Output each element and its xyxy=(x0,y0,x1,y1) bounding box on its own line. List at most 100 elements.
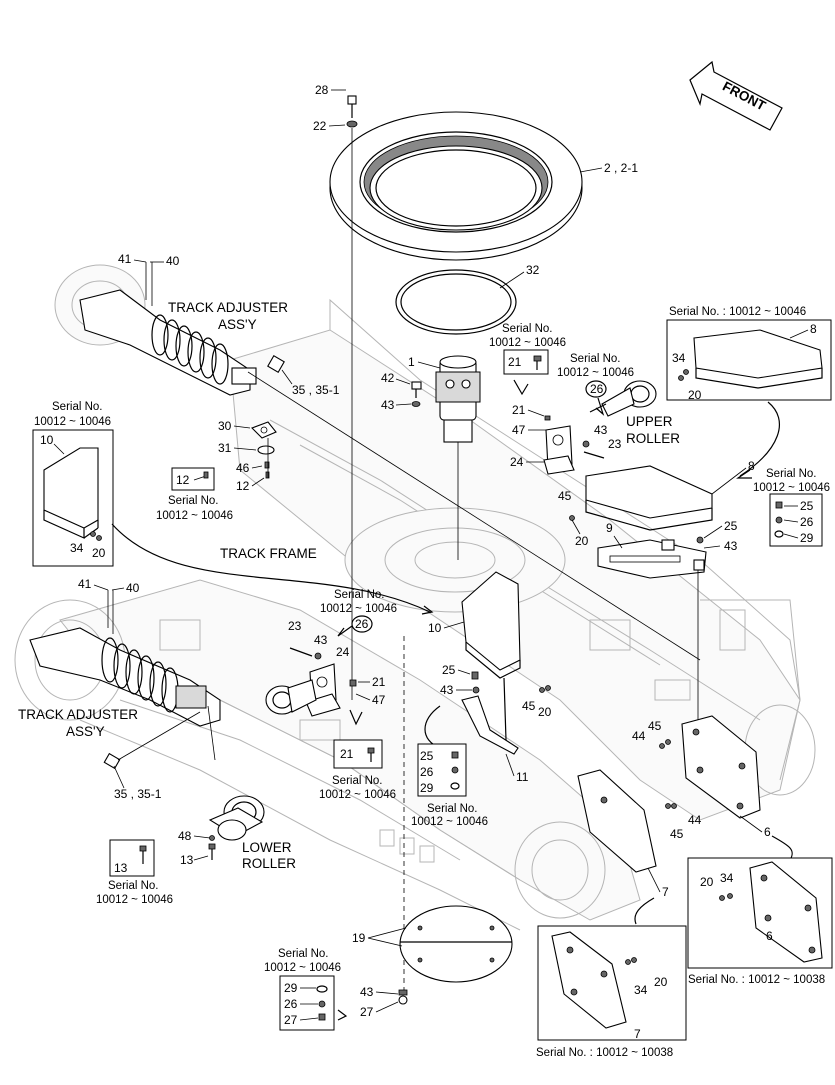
connector-arc xyxy=(771,835,793,861)
svg-text:10012 ~ 10046: 10012 ~ 10046 xyxy=(753,482,830,494)
svg-text:7: 7 xyxy=(634,1027,641,1041)
lower-adjuster-label-1: TRACK ADJUSTER xyxy=(18,707,138,722)
callout-6-main: 6 xyxy=(764,825,771,839)
serial-group-cover-8: Serial No. : 10012 ~ 10046 8 34 20 xyxy=(666,306,832,402)
leader xyxy=(505,753,515,777)
svg-text:Serial No.: Serial No. xyxy=(766,468,817,480)
serial-box-21-top: Serial No. 10012 ~ 10046 21 xyxy=(489,323,566,396)
callout-21-mid: 21 xyxy=(372,675,386,689)
callout-32: 32 xyxy=(526,263,540,277)
svg-text:Serial No.: Serial No. xyxy=(168,495,219,507)
cover-7-main xyxy=(577,769,657,873)
upper-adjuster-label-2: ASS'Y xyxy=(218,317,257,332)
svg-text:Serial No.: Serial No. xyxy=(502,323,553,335)
washer xyxy=(671,803,677,809)
callout-43-bracket: 43 xyxy=(724,539,738,553)
leader xyxy=(457,669,471,675)
svg-text:10012 ~ 10046: 10012 ~ 10046 xyxy=(411,816,488,828)
callout-1: 1 xyxy=(408,355,415,369)
callout-10-center: 10 xyxy=(428,621,442,635)
leader xyxy=(499,271,525,289)
grease-fitting xyxy=(103,711,201,770)
svg-text:10012 ~ 10046: 10012 ~ 10046 xyxy=(489,337,566,349)
leader xyxy=(443,621,465,629)
svg-text:10: 10 xyxy=(40,433,54,447)
upper-roller-mid xyxy=(265,679,317,715)
serial-box-21-mid: 21 Serial No. 10012 ~ 10046 xyxy=(319,739,396,801)
leader xyxy=(739,815,763,833)
callout-21-top: 21 xyxy=(512,403,526,417)
bolt-13 xyxy=(208,843,216,860)
callout-20-center: 20 xyxy=(538,705,552,719)
upper-roller-serial-1: Serial No. xyxy=(570,353,621,365)
upper-adjuster-label-1: TRACK ADJUSTER xyxy=(168,300,288,315)
serial-box-13: 13 Serial No. 10012 ~ 10046 xyxy=(96,839,173,906)
upper-roller-label-1: UPPER xyxy=(626,414,673,429)
callout-20-top: 20 xyxy=(575,534,589,548)
callout-23-top: 23 xyxy=(608,437,622,451)
leader xyxy=(281,369,293,385)
callout-13-lower: 13 xyxy=(180,853,194,867)
connector-arrow xyxy=(421,605,434,615)
callout-43: 43 xyxy=(381,398,395,412)
svg-text:Serial No. : 10012 ~ 10038: Serial No. : 10012 ~ 10038 xyxy=(536,1047,673,1059)
callout-45-top: 45 xyxy=(558,489,572,503)
svg-text:8: 8 xyxy=(810,322,817,336)
callout-45-right: 45 xyxy=(648,719,662,733)
connector-arrow xyxy=(337,625,353,637)
svg-text:25: 25 xyxy=(800,499,814,513)
mid-serial-2: 10012 ~ 10046 xyxy=(320,603,397,615)
svg-text:29: 29 xyxy=(284,981,298,995)
connector-arc xyxy=(634,897,655,925)
leader xyxy=(711,467,747,495)
svg-text:26: 26 xyxy=(284,997,298,1011)
callout-30: 30 xyxy=(218,419,232,433)
roller-bracket-top xyxy=(543,415,575,475)
serial-group-cover-10: Serial No. 10012 ~ 10046 10 34 20 xyxy=(32,401,114,567)
callout-19: 19 xyxy=(352,931,366,945)
svg-text:Serial No.: Serial No. xyxy=(52,401,103,413)
callout-35-lower: 35 , 35-1 xyxy=(114,787,162,801)
leader xyxy=(367,937,403,947)
washer xyxy=(545,685,551,691)
leader xyxy=(233,425,251,429)
svg-text:29: 29 xyxy=(800,531,814,545)
leader xyxy=(111,587,125,591)
svg-text:20: 20 xyxy=(92,546,106,560)
connector-arc xyxy=(111,523,431,613)
bolt-27 xyxy=(398,989,408,1005)
leader xyxy=(328,124,346,127)
upper-roller-label-2: ROLLER xyxy=(626,431,680,446)
plate-30 xyxy=(251,421,277,439)
callout-2: 2 , 2-1 xyxy=(604,161,638,175)
callout-44-lower: 44 xyxy=(688,813,702,827)
callout-11: 11 xyxy=(516,770,529,784)
bolt-46 xyxy=(264,438,270,479)
connector-arrow xyxy=(337,1009,348,1021)
leader xyxy=(527,409,545,417)
svg-text:34: 34 xyxy=(672,351,686,365)
callout-28: 28 xyxy=(315,83,329,97)
svg-text:10012 ~ 10046: 10012 ~ 10046 xyxy=(34,416,111,428)
callout-44-right: 44 xyxy=(632,729,646,743)
washer xyxy=(569,515,575,521)
svg-text:10012 ~ 10046: 10012 ~ 10046 xyxy=(96,894,173,906)
leader xyxy=(93,584,109,591)
svg-text:Serial No.: Serial No. xyxy=(332,775,383,787)
leader xyxy=(571,519,581,535)
callout-22: 22 xyxy=(313,119,327,133)
svg-text:21: 21 xyxy=(340,747,354,761)
svg-text:Serial No.: Serial No. xyxy=(278,948,329,960)
washer xyxy=(539,687,545,693)
front-label: FRONT xyxy=(720,78,769,113)
cover-6-main xyxy=(681,715,761,819)
leader xyxy=(251,477,265,487)
callout-26-circled-mid: 26 xyxy=(351,615,373,633)
leader xyxy=(233,447,257,451)
callout-24-mid: 24 xyxy=(336,645,350,659)
leader xyxy=(703,525,723,539)
cover-10 xyxy=(461,571,521,679)
front-direction-arrow: FRONT xyxy=(689,60,783,131)
leader xyxy=(647,867,661,893)
